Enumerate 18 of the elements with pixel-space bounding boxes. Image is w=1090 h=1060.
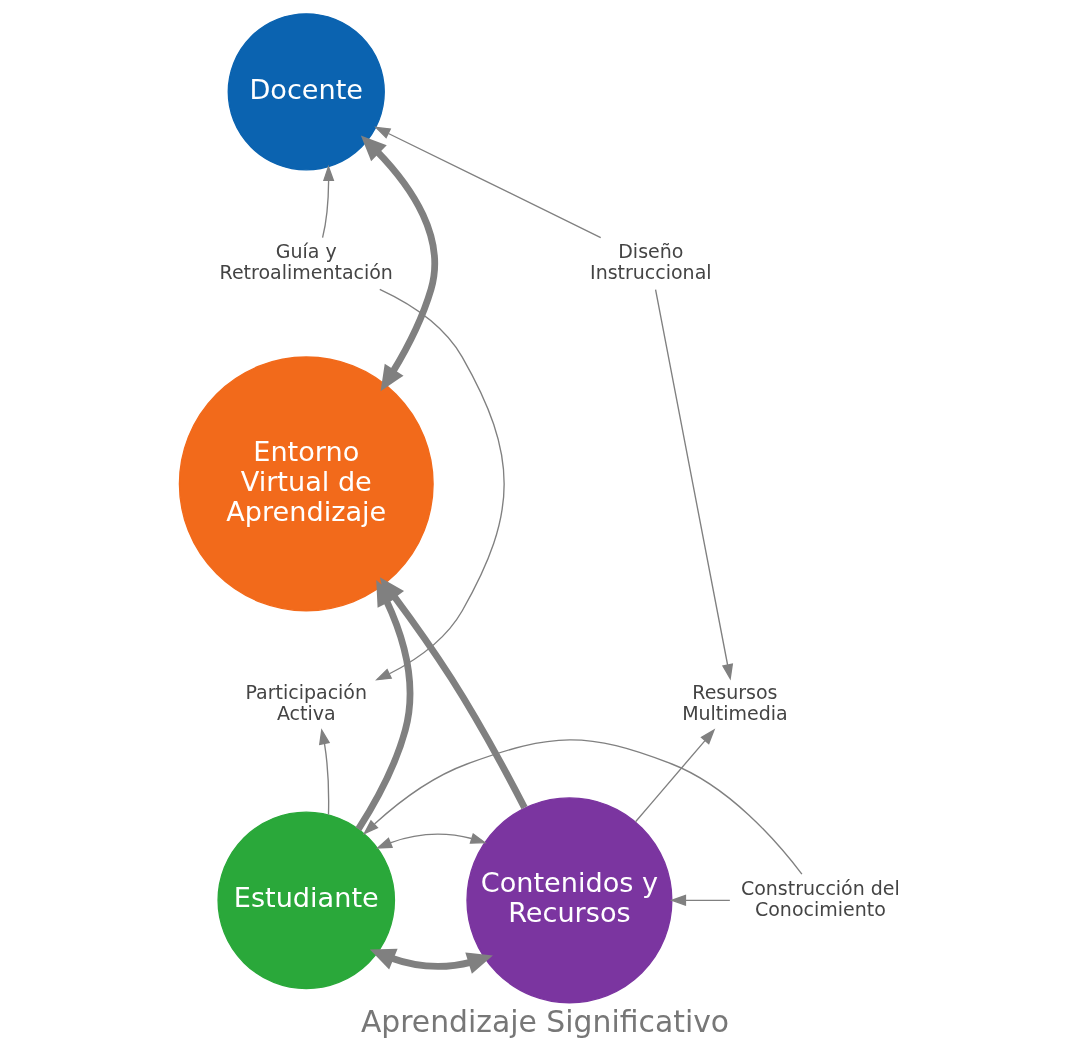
arrow [318,728,331,816]
arrow [654,288,734,681]
node-circle: Entorno Virtual de Aprendizaje [178,356,434,612]
node-text: Construcción del Conocimiento [740,877,900,920]
node-text: Participación Activa [245,681,368,724]
arrow [360,135,439,392]
arrow [362,739,803,875]
node-text: Diseño Instruccional [590,240,712,283]
arrow [374,126,602,239]
arrow [369,948,493,974]
arrow [669,894,731,907]
arrow [379,577,528,810]
arrow [634,728,716,823]
diagram-title: Aprendizaje Significativo [360,1004,730,1040]
node-text: Resursos Multimedia [682,681,788,724]
node-text: Guía y Retroalimentación [219,240,393,283]
arrow [321,164,335,239]
arrow [375,832,487,849]
